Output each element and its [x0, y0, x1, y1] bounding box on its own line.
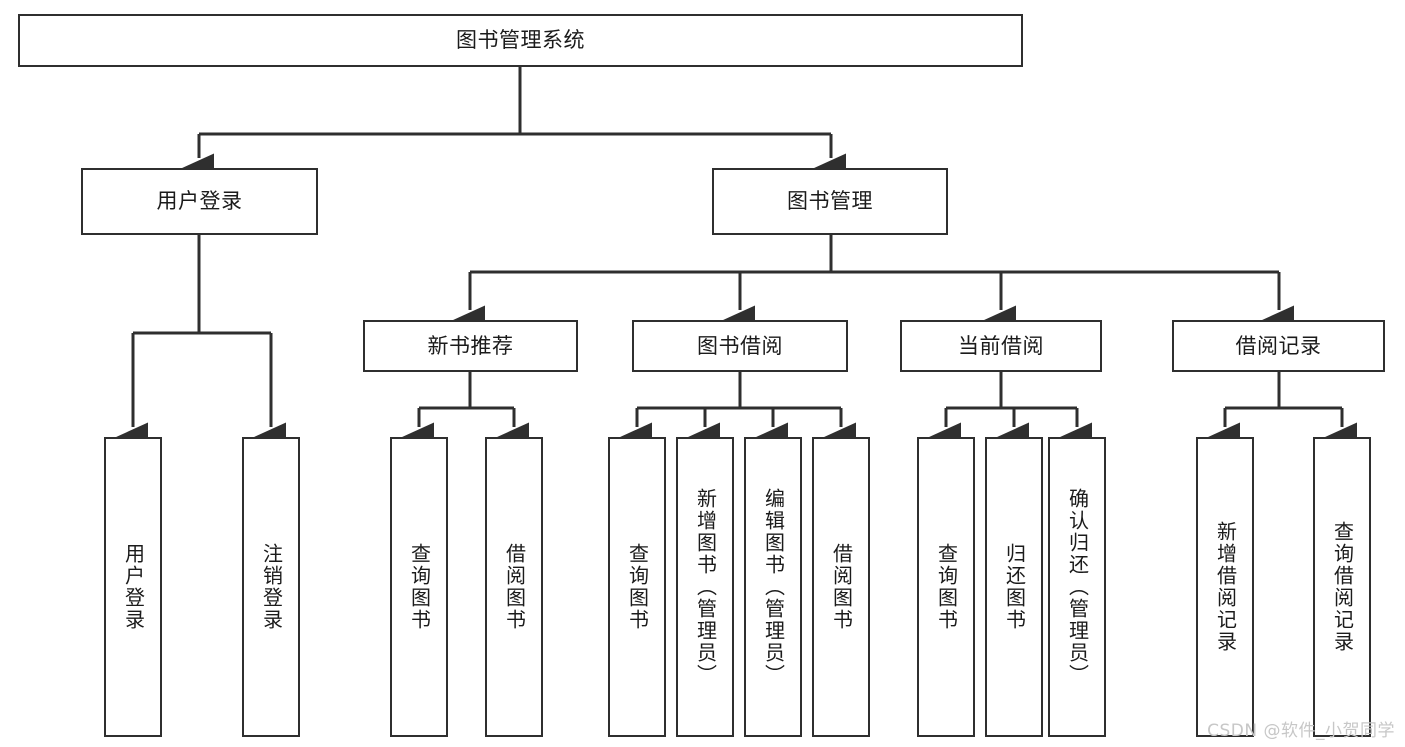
node-root-system[interactable]: 图书管理系统 — [18, 14, 1023, 67]
node-label: 图书借阅 — [697, 333, 783, 358]
leaf-node[interactable]: 注销登录 — [242, 437, 300, 737]
node-label: 确认归还（管理员） — [1065, 488, 1090, 686]
node-label: 图书管理 — [787, 189, 873, 214]
node-user-login[interactable]: 用户登录 — [81, 168, 318, 235]
node-borrow-records[interactable]: 借阅记录 — [1172, 320, 1385, 372]
node-label: 图书管理系统 — [456, 28, 585, 53]
node-label: 新增借阅记录 — [1213, 521, 1238, 653]
leaf-node[interactable]: 查询借阅记录 — [1313, 437, 1371, 737]
leaf-node[interactable]: 查询图书 — [608, 437, 666, 737]
node-label: 借阅记录 — [1235, 333, 1322, 358]
leaf-node[interactable]: 查询图书 — [390, 437, 448, 737]
node-label: 查询图书 — [407, 543, 432, 631]
leaf-node[interactable]: 新增图书（管理员） — [676, 437, 734, 737]
node-label: 编辑图书（管理员） — [761, 488, 786, 686]
leaf-node[interactable]: 确认归还（管理员） — [1048, 437, 1106, 737]
leaf-node[interactable]: 查询图书 — [917, 437, 975, 737]
node-label: 借阅图书 — [829, 543, 854, 631]
watermark-csdn: CSDN @软件_小贺同学 — [1207, 721, 1395, 741]
node-book-management[interactable]: 图书管理 — [712, 168, 948, 235]
node-label: 归还图书 — [1002, 543, 1027, 631]
leaf-node[interactable]: 借阅图书 — [812, 437, 870, 737]
leaf-node[interactable]: 用户登录 — [104, 437, 162, 737]
node-label: 用户登录 — [156, 189, 243, 214]
node-current-borrowing[interactable]: 当前借阅 — [900, 320, 1102, 372]
leaf-node[interactable]: 借阅图书 — [485, 437, 543, 737]
node-new-book-recommendation[interactable]: 新书推荐 — [363, 320, 578, 372]
node-book-borrowing[interactable]: 图书借阅 — [632, 320, 848, 372]
node-label: 注销登录 — [259, 543, 284, 631]
leaf-node[interactable]: 归还图书 — [985, 437, 1043, 737]
node-label: 新增图书（管理员） — [693, 488, 718, 686]
node-label: 当前借阅 — [958, 333, 1044, 358]
node-label: 查询图书 — [625, 543, 650, 631]
leaf-node[interactable]: 编辑图书（管理员） — [744, 437, 802, 737]
node-label: 借阅图书 — [502, 543, 527, 631]
node-label: 用户登录 — [121, 543, 146, 631]
node-label: 新书推荐 — [427, 333, 514, 358]
node-label: 查询图书 — [934, 543, 959, 631]
leaf-node[interactable]: 新增借阅记录 — [1196, 437, 1254, 737]
node-label: 查询借阅记录 — [1330, 521, 1355, 653]
